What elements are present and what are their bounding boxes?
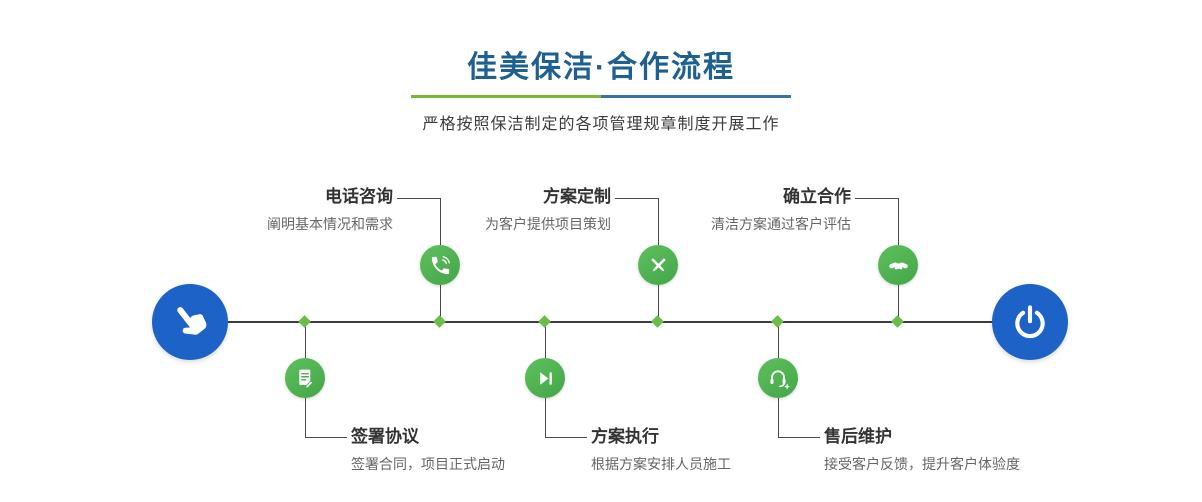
- step-circle-establish-cooperation: [878, 245, 918, 285]
- connector-line: [778, 398, 779, 437]
- play-forward-icon: [539, 371, 552, 385]
- connector-line: [440, 198, 441, 245]
- step-desc: 阐明基本情况和需求: [267, 216, 393, 232]
- timeline-node-diamond: [771, 315, 784, 328]
- power-icon: [1015, 305, 1045, 339]
- step-establish-cooperation: 确立合作 清洁方案通过客户评估: [611, 186, 851, 233]
- page-subtitle: 严格按照保洁制定的各项管理规章制度开展工作: [422, 116, 780, 133]
- step-circle-plan-execute: [525, 358, 565, 398]
- flow-end-node: [992, 284, 1068, 360]
- timeline-node-diamond: [298, 315, 311, 328]
- step-sign-agreement: 签署协议 签署合同，项目正式启动: [351, 426, 651, 473]
- step-circle-after-sales: [758, 358, 798, 398]
- connector-line: [305, 437, 347, 438]
- underline-green-segment: [411, 95, 601, 98]
- timeline-node-diamond: [891, 315, 904, 328]
- title-underline: [411, 95, 791, 98]
- phone-icon: [431, 255, 450, 274]
- step-title: 方案执行: [591, 427, 659, 446]
- connector-line: [545, 398, 546, 437]
- connector-line: [545, 437, 587, 438]
- underline-blue-segment: [601, 95, 791, 98]
- step-title: 电话咨询: [325, 187, 393, 206]
- design-tools-icon: [650, 257, 666, 271]
- timeline: [190, 321, 1030, 323]
- step-desc: 根据方案安排人员施工: [591, 456, 731, 472]
- connector-line: [305, 398, 306, 437]
- connector-line: [658, 285, 659, 322]
- timeline-node-diamond: [538, 315, 551, 328]
- connector-line: [545, 322, 546, 358]
- step-circle-plan-customize: [638, 245, 678, 285]
- connector-line: [778, 437, 820, 438]
- connector-line: [615, 198, 658, 199]
- step-desc: 为客户提供项目策划: [485, 216, 611, 232]
- connector-line: [898, 285, 899, 322]
- timeline-node-diamond: [651, 315, 664, 328]
- contract-icon: [298, 369, 313, 389]
- step-title: 确立合作: [783, 187, 851, 206]
- step-circle-sign-agreement: [285, 358, 325, 398]
- handshake-icon: [888, 261, 908, 270]
- connector-line: [440, 285, 441, 322]
- hand-pointer-icon: [177, 307, 207, 335]
- connector-line: [658, 198, 659, 245]
- step-title: 方案定制: [543, 187, 611, 206]
- step-plan-execute: 方案执行 根据方案安排人员施工: [591, 426, 891, 473]
- connector-line: [778, 322, 779, 358]
- step-circle-phone-consult: [420, 245, 460, 285]
- connector-line: [855, 198, 898, 199]
- connector-line: [397, 198, 440, 199]
- step-desc: 签署合同，项目正式启动: [351, 456, 505, 472]
- step-title: 售后维护: [824, 427, 892, 446]
- page-title: 佳美保洁·合作流程: [467, 51, 735, 84]
- step-after-sales: 售后维护 接受客户反馈，提升客户体验度: [824, 426, 1124, 473]
- flow-start-node: [152, 284, 228, 360]
- step-title: 签署协议: [351, 427, 419, 446]
- step-plan-customize: 方案定制 为客户提供项目策划: [371, 186, 611, 233]
- step-desc: 接受客户反馈，提升客户体验度: [824, 456, 1020, 472]
- connector-line: [305, 322, 306, 358]
- connector-line: [898, 198, 899, 245]
- step-desc: 清洁方案通过客户评估: [711, 216, 851, 232]
- step-phone-consult: 电话咨询 阐明基本情况和需求: [153, 186, 393, 233]
- headset-icon: [769, 369, 789, 389]
- timeline-node-diamond: [433, 315, 446, 328]
